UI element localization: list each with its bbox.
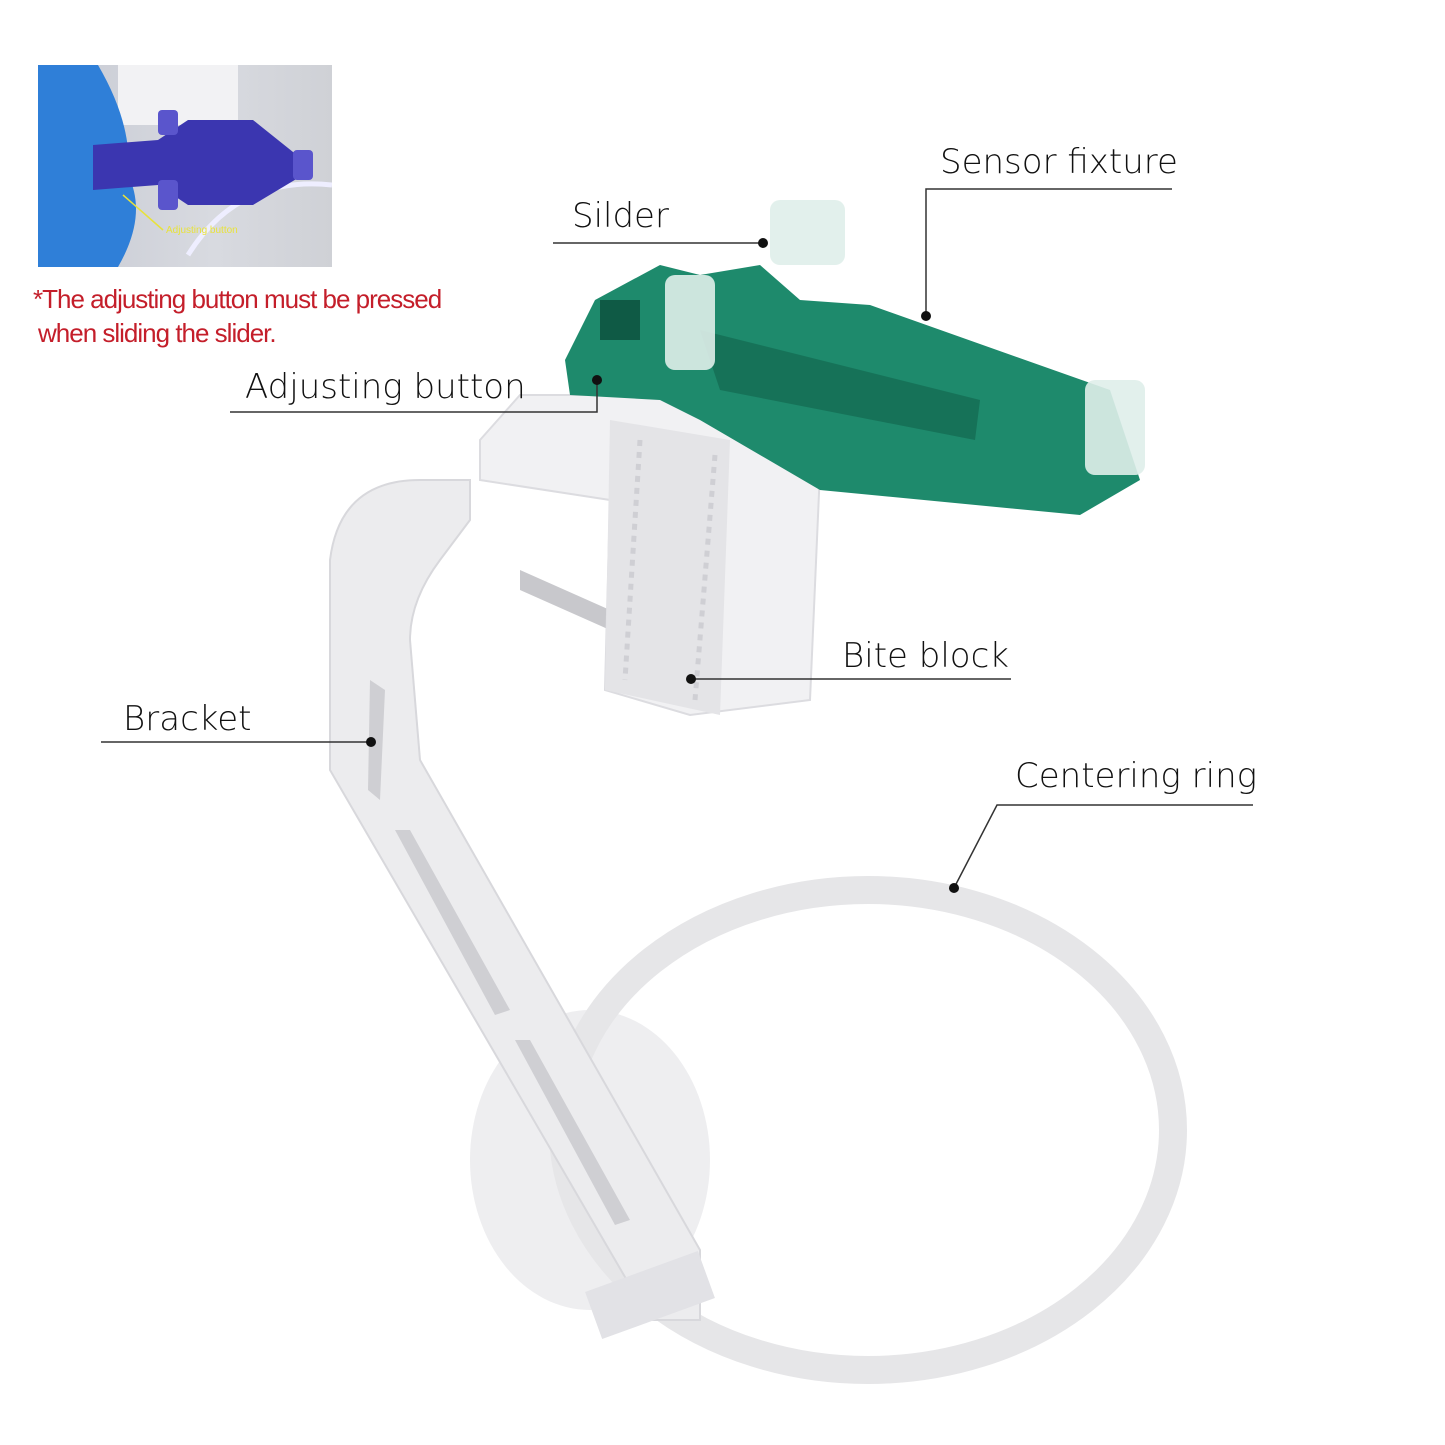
label-centering-ring: Centering ring	[1015, 756, 1258, 796]
label-bite-block: Bite block	[842, 636, 1009, 676]
note-line-2: when sliding the slider.	[38, 318, 277, 348]
label-bracket: Bracket	[123, 699, 252, 739]
bracket	[329, 479, 701, 1321]
inset-caption: Adjusting button	[166, 225, 238, 236]
slider-clip	[770, 200, 845, 265]
inset-illustration	[38, 65, 332, 267]
label-sensor-fixture: Sensor fixture	[940, 142, 1178, 182]
label-adjusting-button: Adjusting button	[245, 367, 526, 407]
instruction-note: *The adjusting button must be pressed wh…	[33, 282, 442, 350]
inset-photo: Adjusting button	[38, 65, 332, 267]
label-slider: Silder	[572, 196, 669, 236]
note-line-1: *The adjusting button must be pressed	[33, 284, 442, 314]
